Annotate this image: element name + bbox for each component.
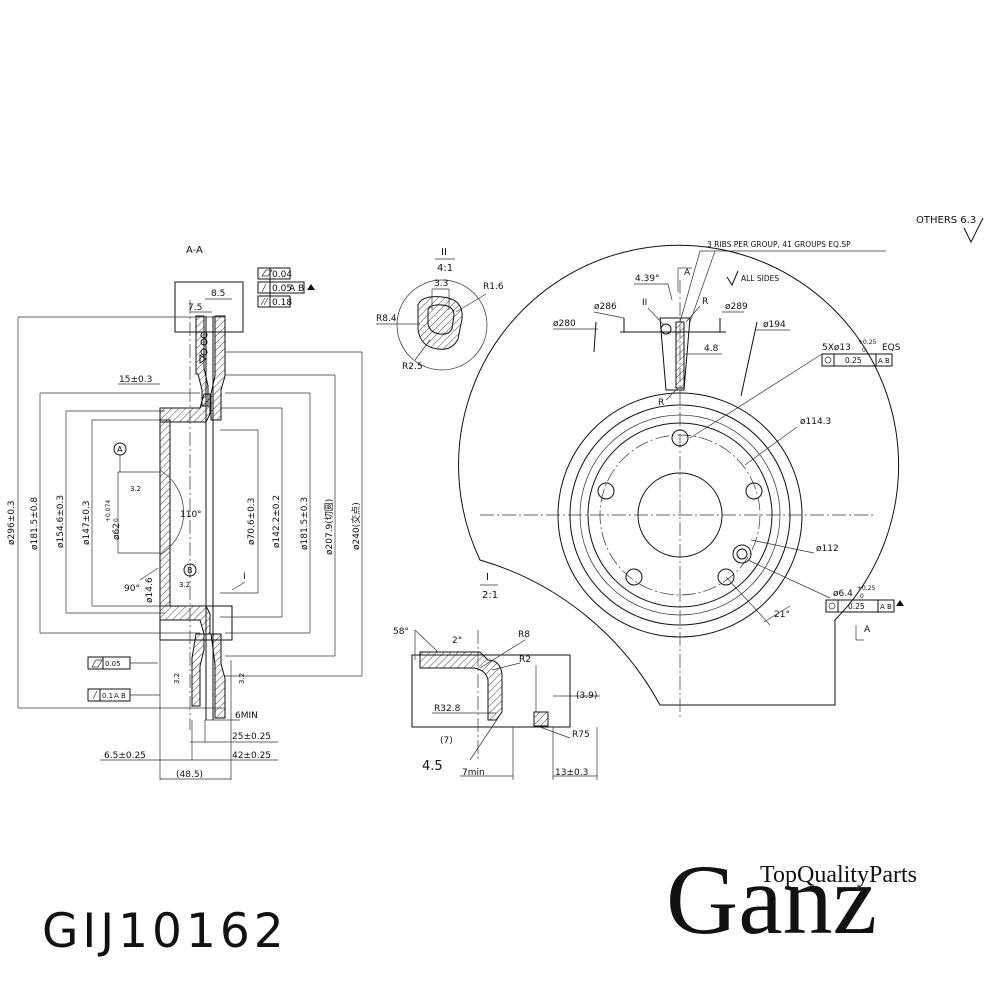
dim-w7: (7): [440, 736, 453, 746]
dim-d296: ø296±0.3: [7, 500, 17, 545]
dim-w4-5: 4.5: [422, 759, 443, 774]
datum-b-marker: B: [187, 566, 193, 575]
small-hole-tol-low: 0: [860, 593, 864, 600]
dim-d14-6: ø14.6: [145, 577, 155, 603]
dim-d154-6: ø154.6±0.3: [56, 495, 66, 548]
position-bolt-value: 0.25: [845, 356, 862, 365]
dim-d62: ø62: [112, 523, 122, 540]
small-hole-tol: +0.25: [857, 585, 876, 592]
position-bolt-datum: A B: [878, 357, 890, 365]
dim-d112: ø112: [816, 544, 839, 554]
dim-w48-5: (48.5): [176, 770, 203, 780]
runout-hub-datum: A B: [114, 692, 126, 700]
dim-d181-5-right: ø181.5±0.3: [300, 497, 310, 550]
detail-i-view: I 2:1 58° 2° R8 R2 R32.8 (3.9) (7) R75 4…: [393, 572, 600, 780]
section-extension-lines: [17, 298, 363, 780]
section-view-a-a: A-A 0.04 0.05 A B 0.18: [7, 245, 363, 780]
detail-ii-label: II: [441, 247, 447, 258]
view-a-bottom: A: [864, 625, 871, 635]
rough-3-2-c: 3.2: [173, 673, 181, 684]
all-sides-note: ALL SIDES: [741, 274, 779, 283]
dim-r8: R8: [518, 630, 530, 640]
runout-datum: A B: [289, 284, 304, 294]
dim-angle110: 110°: [180, 510, 202, 520]
flatness-hub-value: 0.05: [105, 660, 121, 668]
dim-w8-5: 8.5: [211, 289, 225, 299]
datum-a-marker: A: [117, 445, 123, 454]
detail-i-label: I: [486, 572, 489, 583]
position-hole-value: 0.25: [848, 602, 865, 611]
dim-d289: ø289: [725, 302, 748, 312]
view-a-top: A: [684, 268, 691, 278]
tolerance-frames-top: 0.04 0.05 A B 0.18: [257, 267, 315, 308]
runout-hub-value: 0.1: [102, 692, 113, 700]
dim-w4-8: 4.8: [704, 344, 719, 354]
angle-4-39: 4.39°: [635, 274, 660, 284]
rough-3-2-d: 3.2: [238, 673, 246, 684]
small-hole-spec: ø6.4: [833, 589, 853, 599]
detail-ii-scale: 4:1: [437, 263, 453, 274]
detail-i-marker: I: [243, 572, 246, 582]
ribs-note: 3 RIBS PER GROUP, 41 GROUPS EQ.SP: [707, 240, 851, 249]
dim-6min: 6MIN: [235, 711, 258, 721]
dim-w6-5: 6.5±0.25: [104, 751, 146, 761]
part-number: GIJ10162: [42, 904, 288, 959]
dim-w25: 25±0.25: [232, 732, 271, 742]
brand-logo-name: Ganz: [666, 844, 877, 955]
bolt-holes: [597, 429, 763, 586]
position-hole-datum: A B: [880, 603, 892, 611]
dim-r1-6: R1.6: [483, 282, 504, 292]
front-view: OTHERS 6.3 3 RIBS PER GROUP, 41 GROUPS E…: [458, 215, 984, 720]
dim-d240: ø240(交点): [350, 502, 362, 550]
dim-w7min: 7min: [462, 768, 485, 778]
dim-d114-3: ø114.3: [800, 417, 831, 427]
brand-tagline: TopQualityParts: [760, 862, 917, 888]
eqs-label: EQS: [882, 343, 901, 353]
rough-3-2-a: 3.2: [130, 485, 141, 493]
tolerance-frames-bottom: 0.05 0.1 A B: [87, 656, 160, 702]
dim-d70-6: ø70.6±0.3: [247, 498, 257, 545]
dim-angle90: 90°: [124, 584, 140, 594]
flatness-value: 0.04: [272, 270, 292, 280]
rough-3-2-b: 3.2: [179, 581, 190, 589]
dim-d181-5-left: ø181.5±0.8: [30, 497, 40, 550]
dim-w3-3: 3.3: [434, 279, 448, 289]
bolt-hole-tol-low: 0: [862, 347, 866, 354]
dim-d62-tol-low: 0: [113, 518, 120, 522]
mark-ii: II: [642, 298, 647, 308]
dim-r2: R2: [519, 655, 531, 665]
detail-ii-view: II 4:1 3.3 R1.6 R8.4 R2.5: [376, 247, 504, 372]
dim-r75: R75: [572, 730, 590, 740]
section-label: A-A: [186, 245, 203, 256]
dim-d207-9: ø207.9(切圆): [324, 499, 335, 555]
bolt-hole-tol: +0.25: [858, 339, 877, 346]
bolt-hole-spec: 5Xø13: [822, 343, 851, 353]
dim-d147: ø147±0.3: [82, 500, 92, 545]
angle-21: 21°: [774, 610, 790, 620]
mark-r-bottom: R: [658, 398, 664, 408]
dim-w3-9: (3.9): [576, 691, 597, 701]
mark-r-top: R: [702, 297, 708, 307]
detail-i-scale: 2:1: [482, 590, 498, 601]
dim-r2-5: R2.5: [402, 362, 423, 372]
dim-angle58: 58°: [393, 627, 409, 637]
dim-d286: ø286: [594, 302, 617, 312]
dim-w7-5: 7.5: [188, 303, 202, 313]
parallelism-value: 0.18: [272, 298, 292, 308]
dim-w13: 13±0.3: [555, 768, 588, 778]
runout-value: 0.05: [272, 284, 292, 294]
dim-w15: 15±0.3: [119, 375, 152, 385]
rotor-profile: [159, 281, 244, 730]
dim-r32-8: R32.8: [434, 704, 461, 714]
dim-r8-4: R8.4: [376, 314, 397, 324]
dim-angle2: 2°: [452, 636, 462, 646]
surface-note: OTHERS 6.3: [916, 215, 976, 226]
dim-w42: 42±0.25: [232, 751, 271, 761]
dim-d142-2: ø142.2±0.2: [272, 495, 282, 548]
dim-d280: ø280: [553, 319, 576, 329]
dim-d62-tol: +0.074: [105, 500, 112, 522]
dim-d194: ø194: [763, 320, 786, 330]
